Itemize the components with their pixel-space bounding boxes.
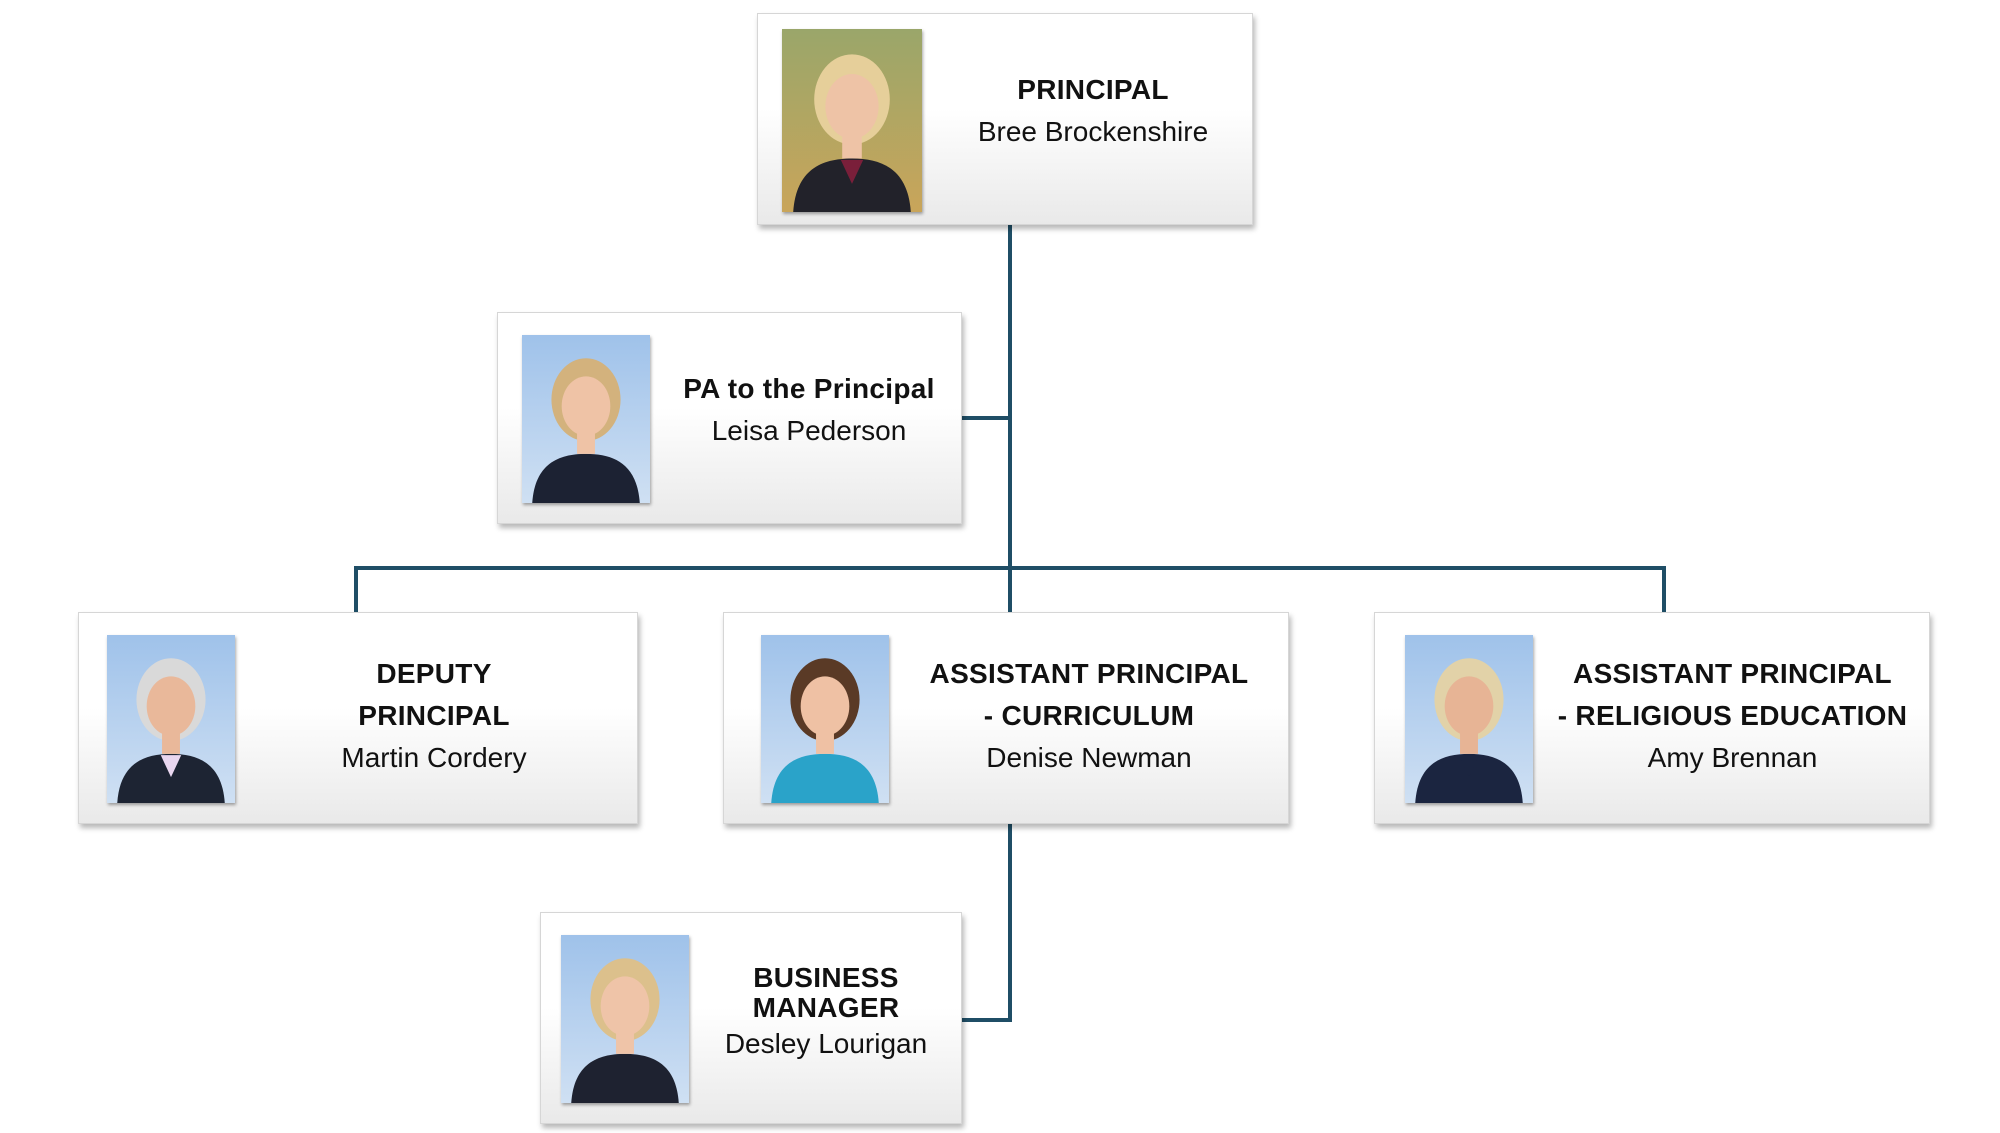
photo-business [561,935,689,1103]
role-title-line-2: - RELIGIOUS EDUCATION [1557,700,1908,731]
photo-face [600,976,650,1036]
photo-body [532,453,640,503]
photo-face [800,676,850,736]
person-name: Martin Cordery [341,742,527,773]
card-principal-text: PRINCIPAL Bree Brockenshire [938,69,1248,153]
card-business: BUSINESS MANAGER Desley Lourigan [540,912,962,1124]
role-title-line-1: ASSISTANT PRINCIPAL [1573,658,1892,689]
photo-collar [1458,755,1480,778]
card-principal: PRINCIPAL Bree Brockenshire [757,13,1253,225]
card-religious: ASSISTANT PRINCIPAL - RELIGIOUS EDUCATIO… [1374,612,1930,824]
photo-face [1444,676,1494,736]
role-title: PA to the Principal [683,373,935,404]
person-name: Leisa Pederson [711,415,907,446]
photo-face [561,376,611,436]
card-business-text: BUSINESS MANAGER Desley Lourigan [691,963,961,1065]
photo-body [1415,753,1523,803]
photo-body [771,753,879,803]
photo-collar [814,755,836,778]
card-deputy-text: DEPUTY PRINCIPAL Martin Cordery [289,653,579,779]
card-pa-text: PA to the Principal Leisa Pederson [658,368,960,452]
card-curriculum-text: ASSISTANT PRINCIPAL - CURRICULUM Denise … [904,653,1274,779]
photo-collar [614,1055,636,1078]
photo-face [146,676,196,736]
card-deputy: DEPUTY PRINCIPAL Martin Cordery [78,612,638,824]
role-title-line-1: DEPUTY [376,658,492,689]
photo-collar [160,755,182,778]
card-religious-text: ASSISTANT PRINCIPAL - RELIGIOUS EDUCATIO… [1540,653,1925,779]
photo-religious [1405,635,1533,803]
role-title-line-1: BUSINESS [753,962,899,993]
photo-deputy [107,635,235,803]
photo-collar [840,159,864,184]
photo-principal [782,29,922,212]
photo-body [117,753,225,803]
role-title: PRINCIPAL [1017,74,1169,105]
person-name: Desley Lourigan [724,1028,928,1059]
person-name: Bree Brockenshire [977,116,1209,147]
card-curriculum: ASSISTANT PRINCIPAL - CURRICULUM Denise … [723,612,1289,824]
role-title-line-1: ASSISTANT PRINCIPAL [929,658,1249,689]
person-name: Denise Newman [986,742,1192,773]
card-pa: PA to the Principal Leisa Pederson [497,312,962,524]
photo-body [571,1053,679,1103]
role-title-line-2: - CURRICULUM [983,700,1195,731]
photo-body [793,158,911,212]
photo-curriculum [761,635,889,803]
role-title-line-2: PRINCIPAL [358,700,510,731]
photo-collar [575,455,597,478]
person-name: Amy Brennan [1647,742,1818,773]
photo-face [825,74,879,139]
photo-pa [522,335,650,503]
role-title-line-2: MANAGER [752,992,900,1023]
